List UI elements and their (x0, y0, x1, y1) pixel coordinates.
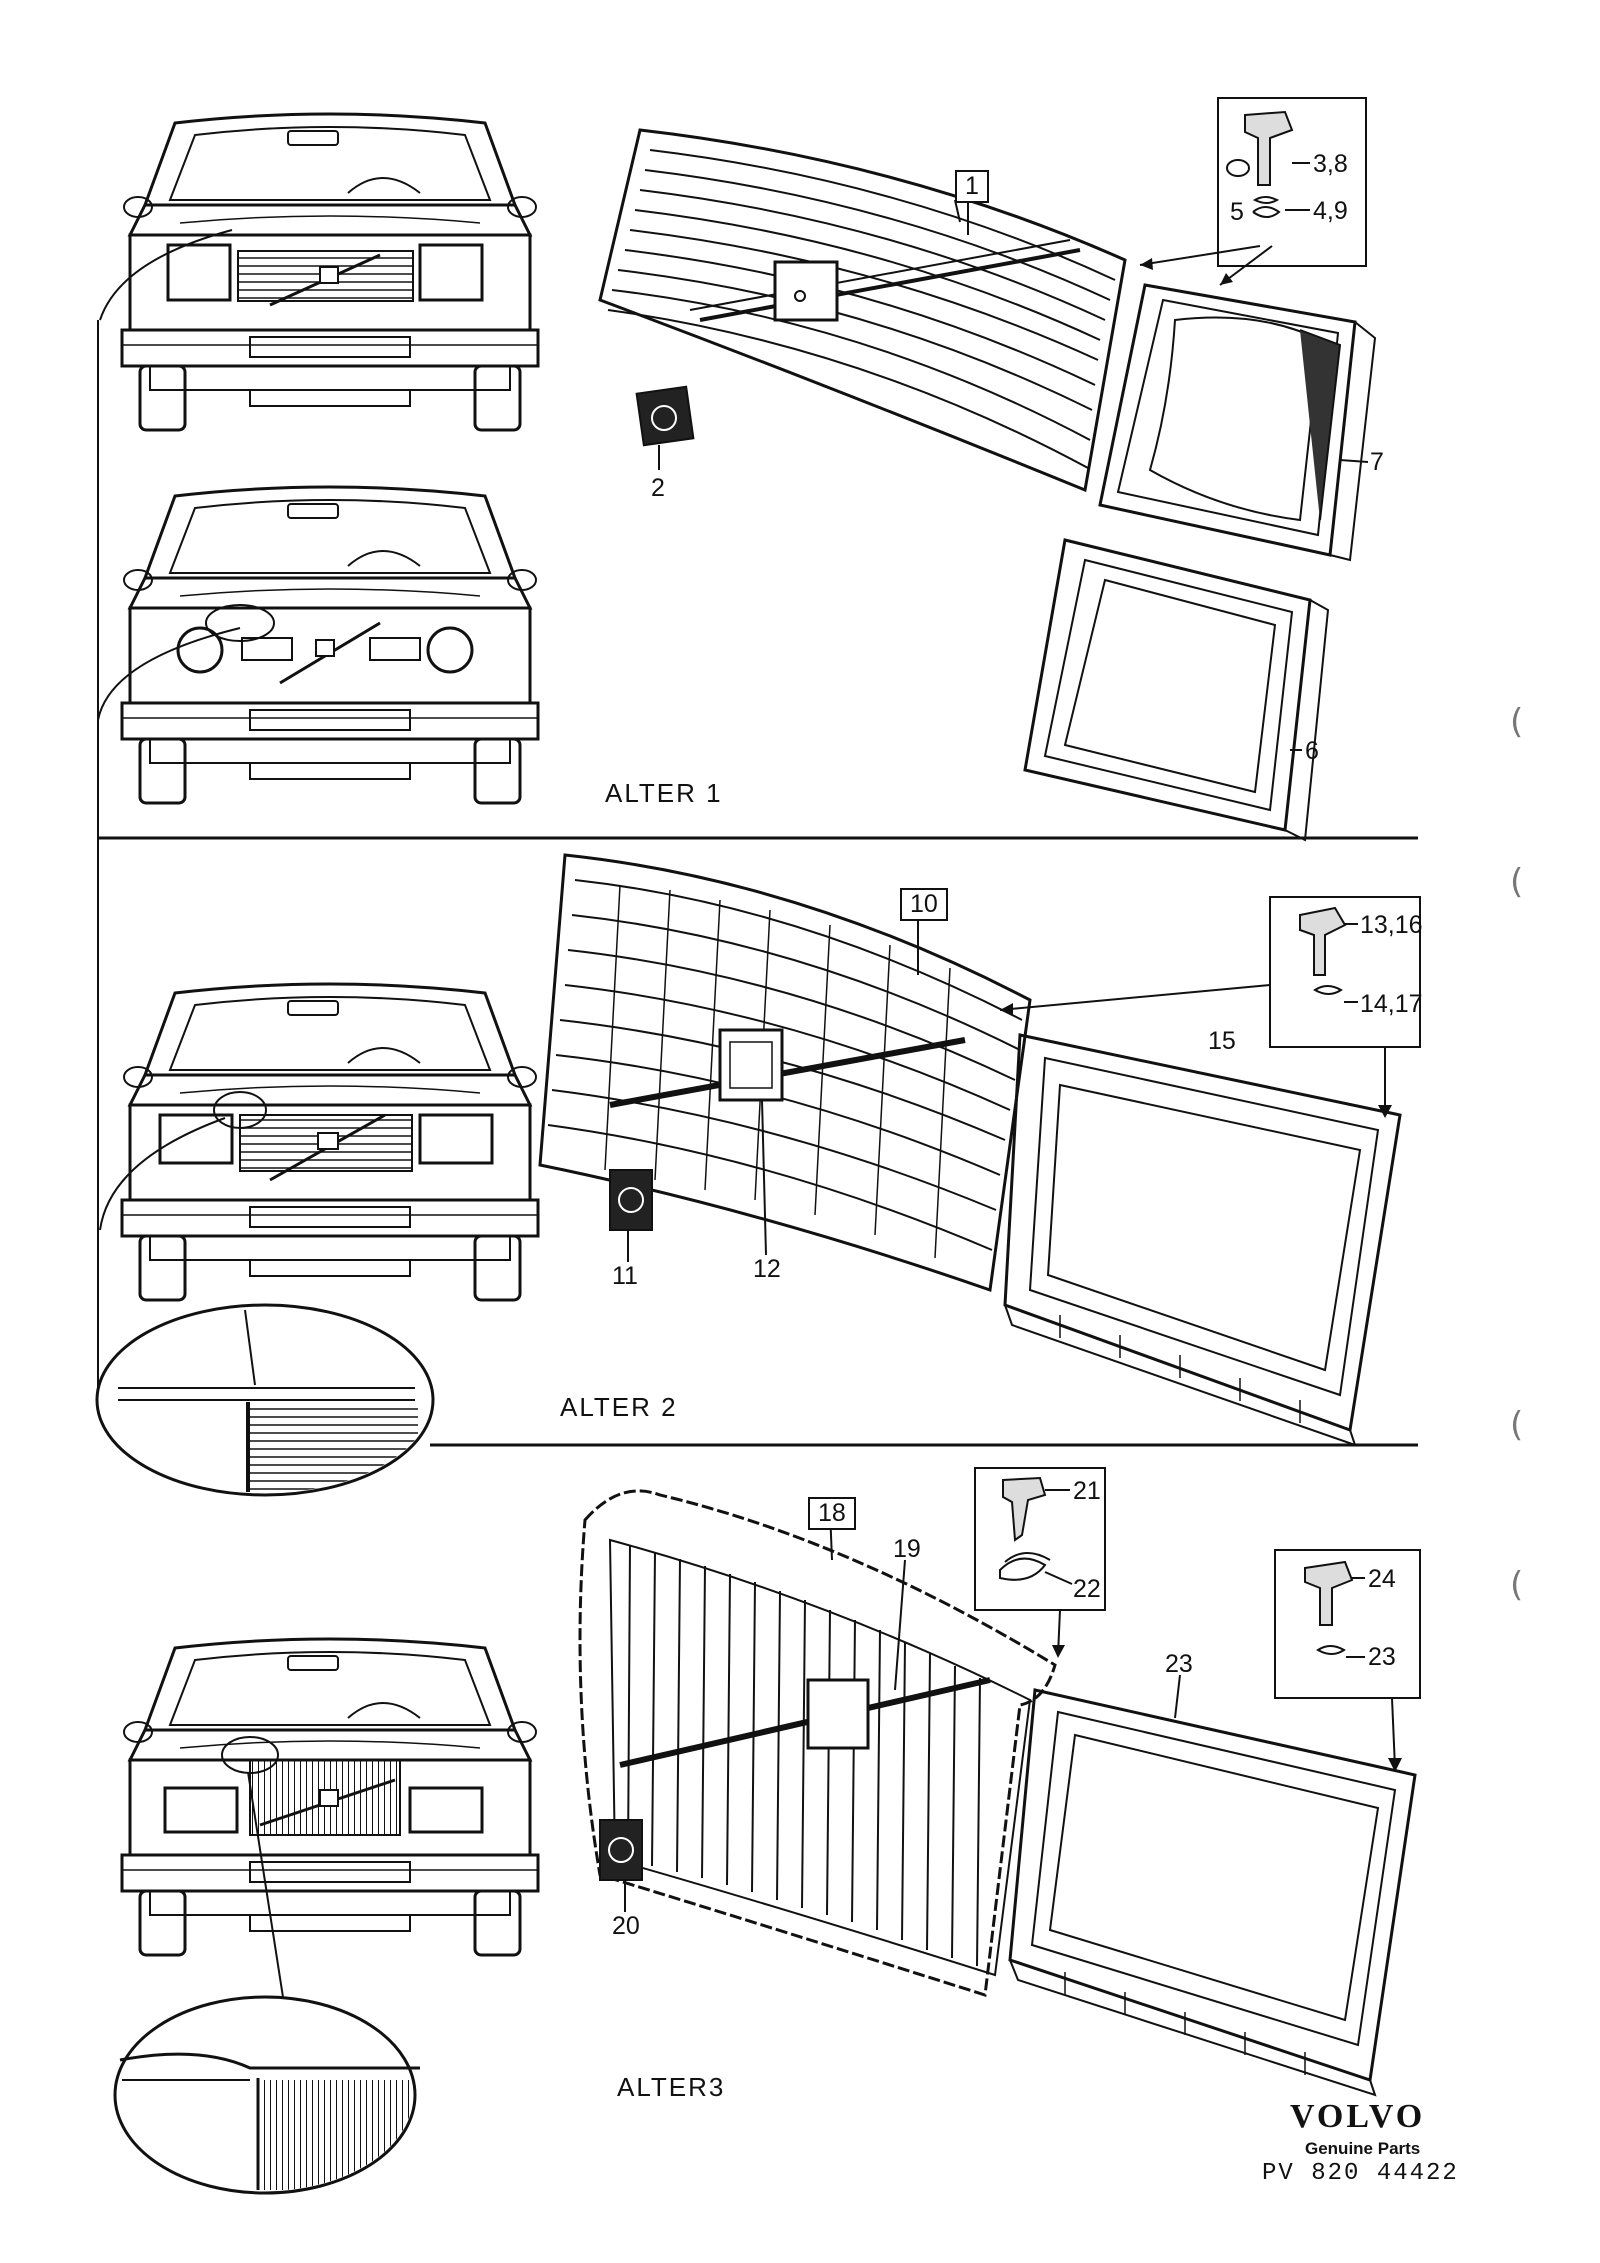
callout-3-8: 3,8 (1313, 150, 1348, 178)
callout-23-frame: 23 (1165, 1650, 1193, 1678)
section-label-alter1: ALTER 1 (605, 778, 723, 808)
grille-alter2 (540, 855, 1030, 1290)
clip-inset-box-1 (1218, 98, 1366, 266)
callout-1: 1 (955, 170, 989, 203)
callout-20: 20 (612, 1912, 640, 1940)
detail-magnifier-2 (97, 1305, 433, 1500)
car-front-alter1-round (120, 485, 540, 805)
callout-21: 21 (1073, 1477, 1101, 1505)
margin-mark: ( (1510, 1405, 1524, 1445)
headlamp-frame-15 (1005, 1035, 1400, 1445)
callout-5: 5 (1230, 198, 1244, 226)
detail-magnifier-3 (115, 1997, 422, 2193)
callout-4-9: 4,9 (1313, 197, 1348, 225)
emblem-11 (610, 1170, 652, 1230)
margin-mark: ( (1510, 702, 1524, 742)
emblem-20 (600, 1820, 642, 1880)
headlamp-frame-23 (1010, 1690, 1415, 2095)
car-front-alter1-square (120, 112, 540, 432)
clip-inset-box-2 (1270, 897, 1420, 1047)
callout-2: 2 (651, 474, 665, 502)
callout-24: 24 (1368, 1565, 1396, 1593)
callout-15: 15 (1208, 1027, 1236, 1055)
callout-19: 19 (893, 1535, 921, 1563)
callout-18: 18 (808, 1497, 856, 1530)
callout-7: 7 (1370, 448, 1384, 476)
callout-14-17: 14,17 (1360, 990, 1423, 1018)
brand-logo-text: VOLVO (1290, 2098, 1426, 2135)
grille-alter3 (580, 1491, 1055, 1995)
brand-subtitle: Genuine Parts (1305, 2139, 1421, 2158)
section-label-alter2: ALTER 2 (560, 1392, 678, 1422)
catalogue-code: PV 820 44422 (1262, 2160, 1459, 2187)
emblem-2 (637, 387, 694, 445)
grille-alter1 (600, 130, 1125, 490)
margin-mark: ( (1510, 862, 1524, 902)
callout-22: 22 (1073, 1575, 1101, 1603)
callout-10: 10 (900, 888, 948, 921)
car-front-alter2 (120, 982, 540, 1302)
callout-11: 11 (612, 1262, 638, 1290)
callout-23-clip: 23 (1368, 1643, 1396, 1671)
margin-mark: ( (1510, 1565, 1524, 1605)
car-front-alter3 (120, 1637, 540, 1957)
callout-6: 6 (1305, 737, 1319, 765)
callout-13-16: 13,16 (1360, 911, 1423, 939)
section-label-alter3: ALTER3 (617, 2072, 726, 2102)
headlamp-frame-7 (1100, 285, 1375, 560)
headlamp-frame-6 (1025, 540, 1328, 840)
callout-12: 12 (753, 1255, 781, 1283)
